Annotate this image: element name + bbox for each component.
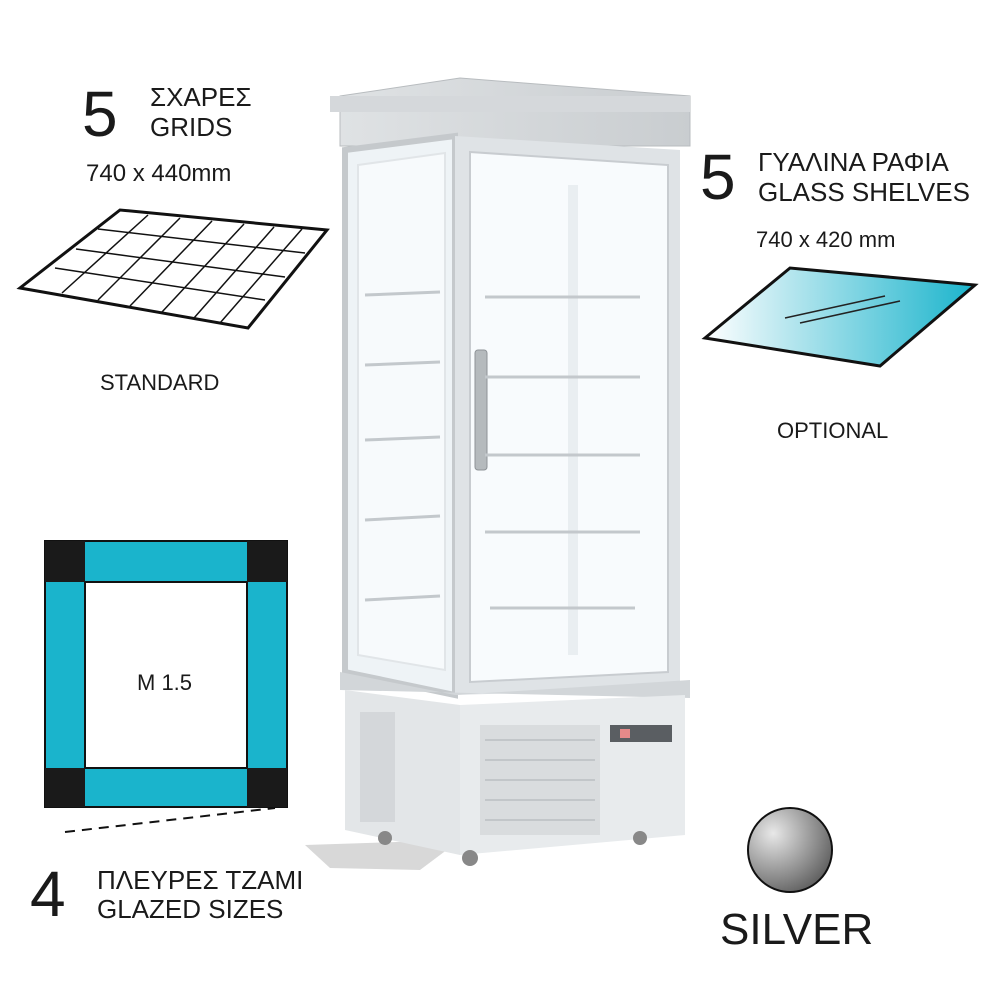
glazing-label-en: GLAZED SIZES: [97, 894, 284, 924]
color-name: SILVER: [720, 905, 874, 954]
grids-label-en: GRIDS: [150, 112, 233, 142]
glazing-profile: M 1.5: [137, 670, 193, 695]
glazing-count: 4: [30, 858, 66, 930]
glass-label-gr: ΓΥΑΛΙΝΑ ΡΑΦΙΑ: [758, 147, 949, 177]
glass-label-en: GLASS SHELVES: [758, 177, 970, 207]
grids-count: 5: [82, 78, 118, 150]
glass-count: 5: [700, 141, 736, 213]
glass-type: OPTIONAL: [777, 418, 889, 443]
grids-label-gr: ΣΧΑΡΕΣ: [150, 82, 252, 112]
grid-shelf-icon: [16, 208, 330, 330]
glazing-frame-icon: [44, 540, 288, 833]
glass-size: 740 x 420 mm: [756, 227, 896, 252]
glazing-label-gr: ΠΛΕΥΡΕΣ ΤΖΑΜΙ: [97, 865, 304, 895]
color-swatch: [747, 807, 833, 893]
glass-shelf-icon: [701, 266, 979, 368]
grids-size: 740 x 440mm: [86, 160, 232, 187]
grids-type: STANDARD: [100, 370, 220, 395]
display-fridge-image: [305, 77, 691, 870]
